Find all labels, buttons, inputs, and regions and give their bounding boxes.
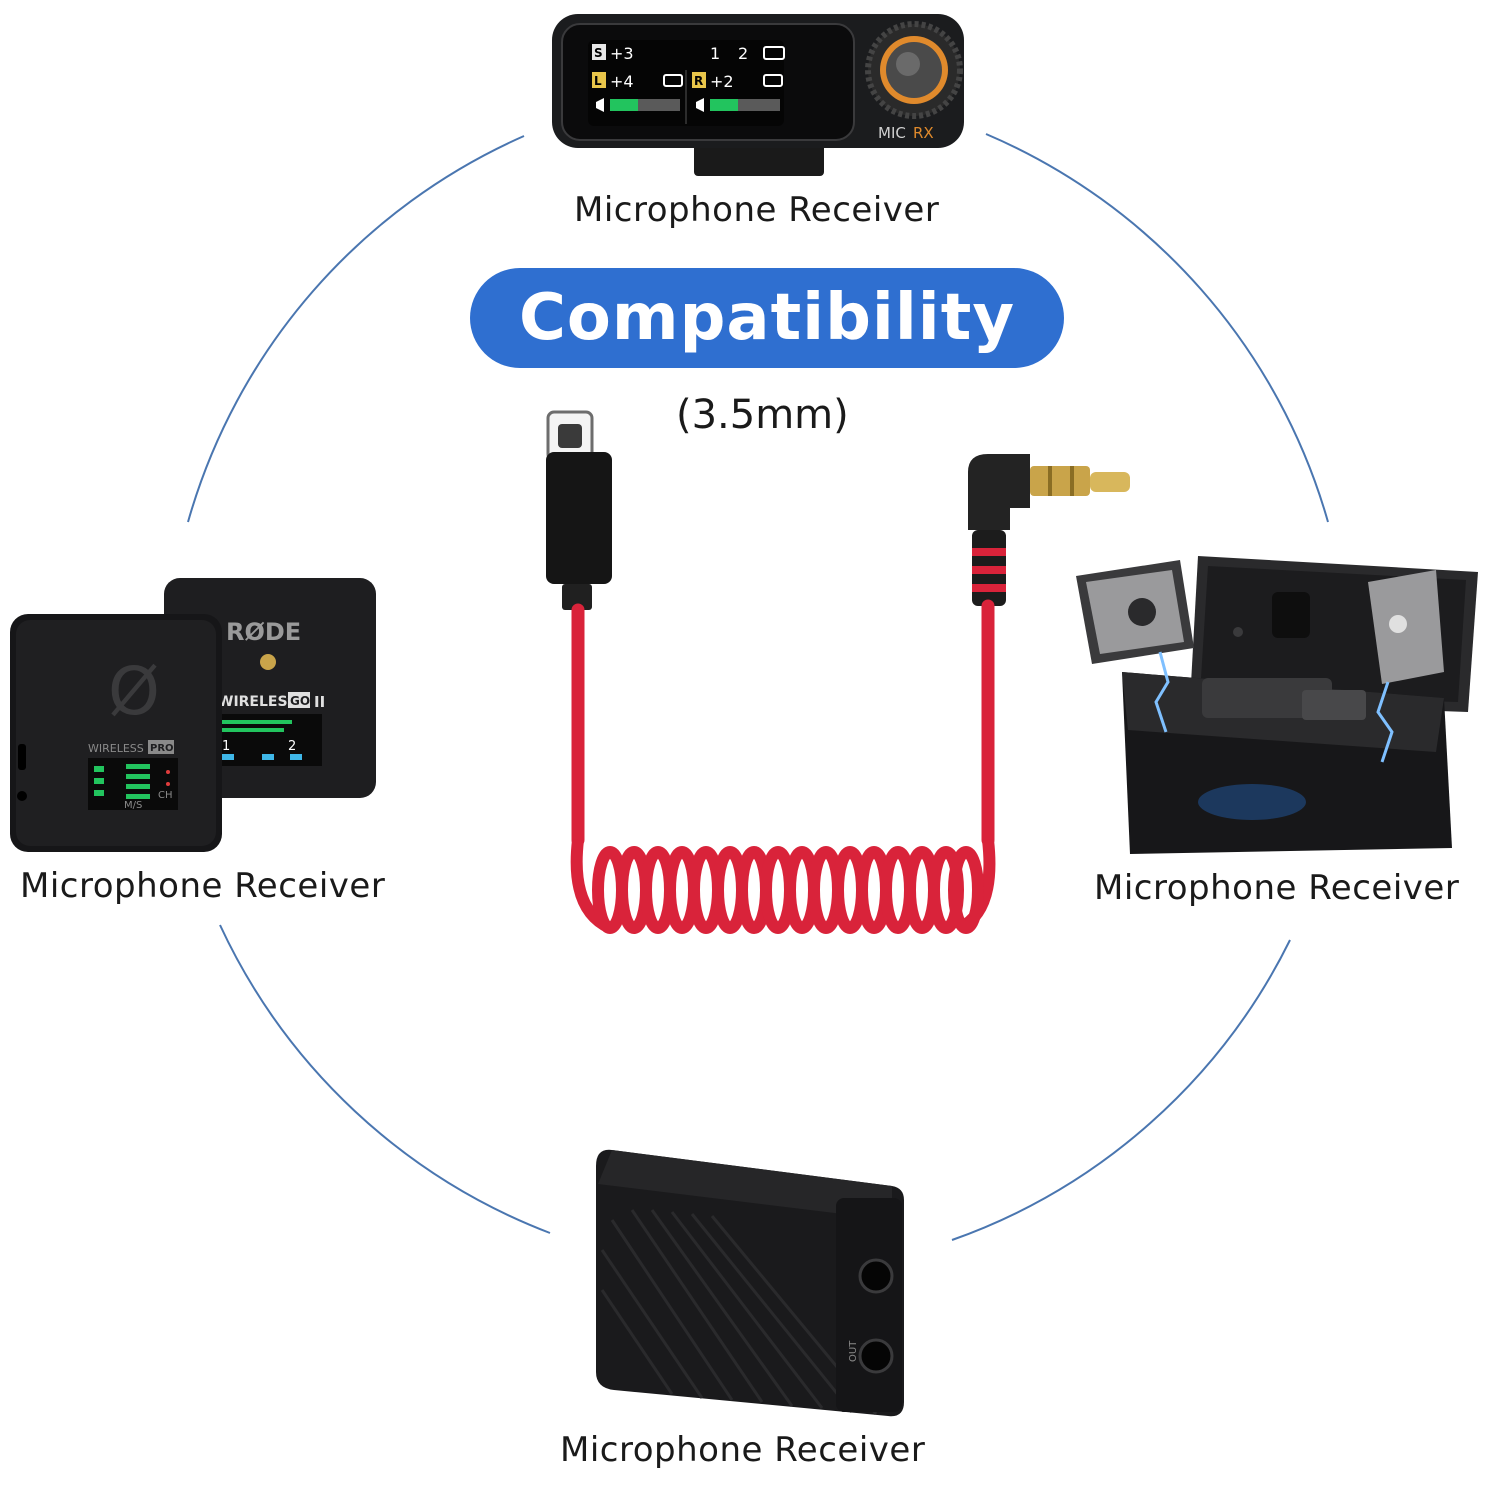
left-receiver-device: RØDE WIRELESS GO II 1 2 Ø WIRELESS PRO M… — [10, 578, 376, 852]
back-model-c: II — [314, 693, 325, 711]
svg-text:Ø: Ø — [108, 653, 160, 730]
top-brand-rx: RX — [913, 124, 934, 142]
usb-c-plug-icon — [546, 410, 612, 610]
top-brand-mic: MIC — [878, 124, 906, 142]
screen-ch2: 2 — [738, 44, 748, 63]
top-receiver-device: S +3 1 2 L +4 R +2 MIC RX — [552, 14, 964, 176]
bottom-receiver-label: Microphone Receiver — [560, 1430, 926, 1470]
back-ch2: 2 — [288, 739, 296, 754]
screen-r-tag: R — [694, 74, 703, 88]
front-ch: CH — [158, 790, 173, 801]
cable-spec: (3.5mm) — [676, 392, 849, 438]
back-model-a: WIRELESS — [218, 694, 297, 710]
trs-plug-icon — [968, 454, 1130, 606]
back-ch1: 1 — [222, 739, 230, 754]
compatibility-title: Compatibility — [518, 281, 1016, 355]
right-receiver-device — [1076, 556, 1478, 854]
back-model-b: GO — [290, 694, 310, 708]
cable-illustration — [546, 410, 1130, 934]
screen-r-value: +2 — [710, 72, 734, 91]
top-receiver-label: Microphone Receiver — [574, 190, 940, 230]
compatibility-badge: Compatibility — [470, 268, 1064, 368]
ring-arc-bottom-right — [951, 939, 1291, 1241]
screen-ch1: 1 — [710, 44, 720, 63]
screen-s-value: +3 — [610, 44, 634, 63]
left-receiver-label: Microphone Receiver — [20, 866, 386, 906]
bottom-receiver-device: OUT — [596, 1149, 904, 1417]
right-receiver-label: Microphone Receiver — [1094, 868, 1460, 908]
front-model-a: WIRELESS — [88, 742, 144, 755]
coiled-cable-icon — [570, 839, 996, 934]
screen-l-tag: L — [594, 74, 602, 88]
back-brand: RØDE — [226, 618, 301, 646]
front-model-b: PRO — [150, 743, 174, 754]
front-ms: M/S — [124, 800, 142, 811]
ring-arc-top-right — [985, 133, 1329, 523]
ring-arc-bottom-left — [219, 924, 551, 1234]
port-out-label: OUT — [848, 1340, 859, 1362]
ring-arc-top-left — [187, 135, 525, 523]
screen-s-tag: S — [594, 46, 603, 60]
screen-l-value: +4 — [610, 72, 634, 91]
